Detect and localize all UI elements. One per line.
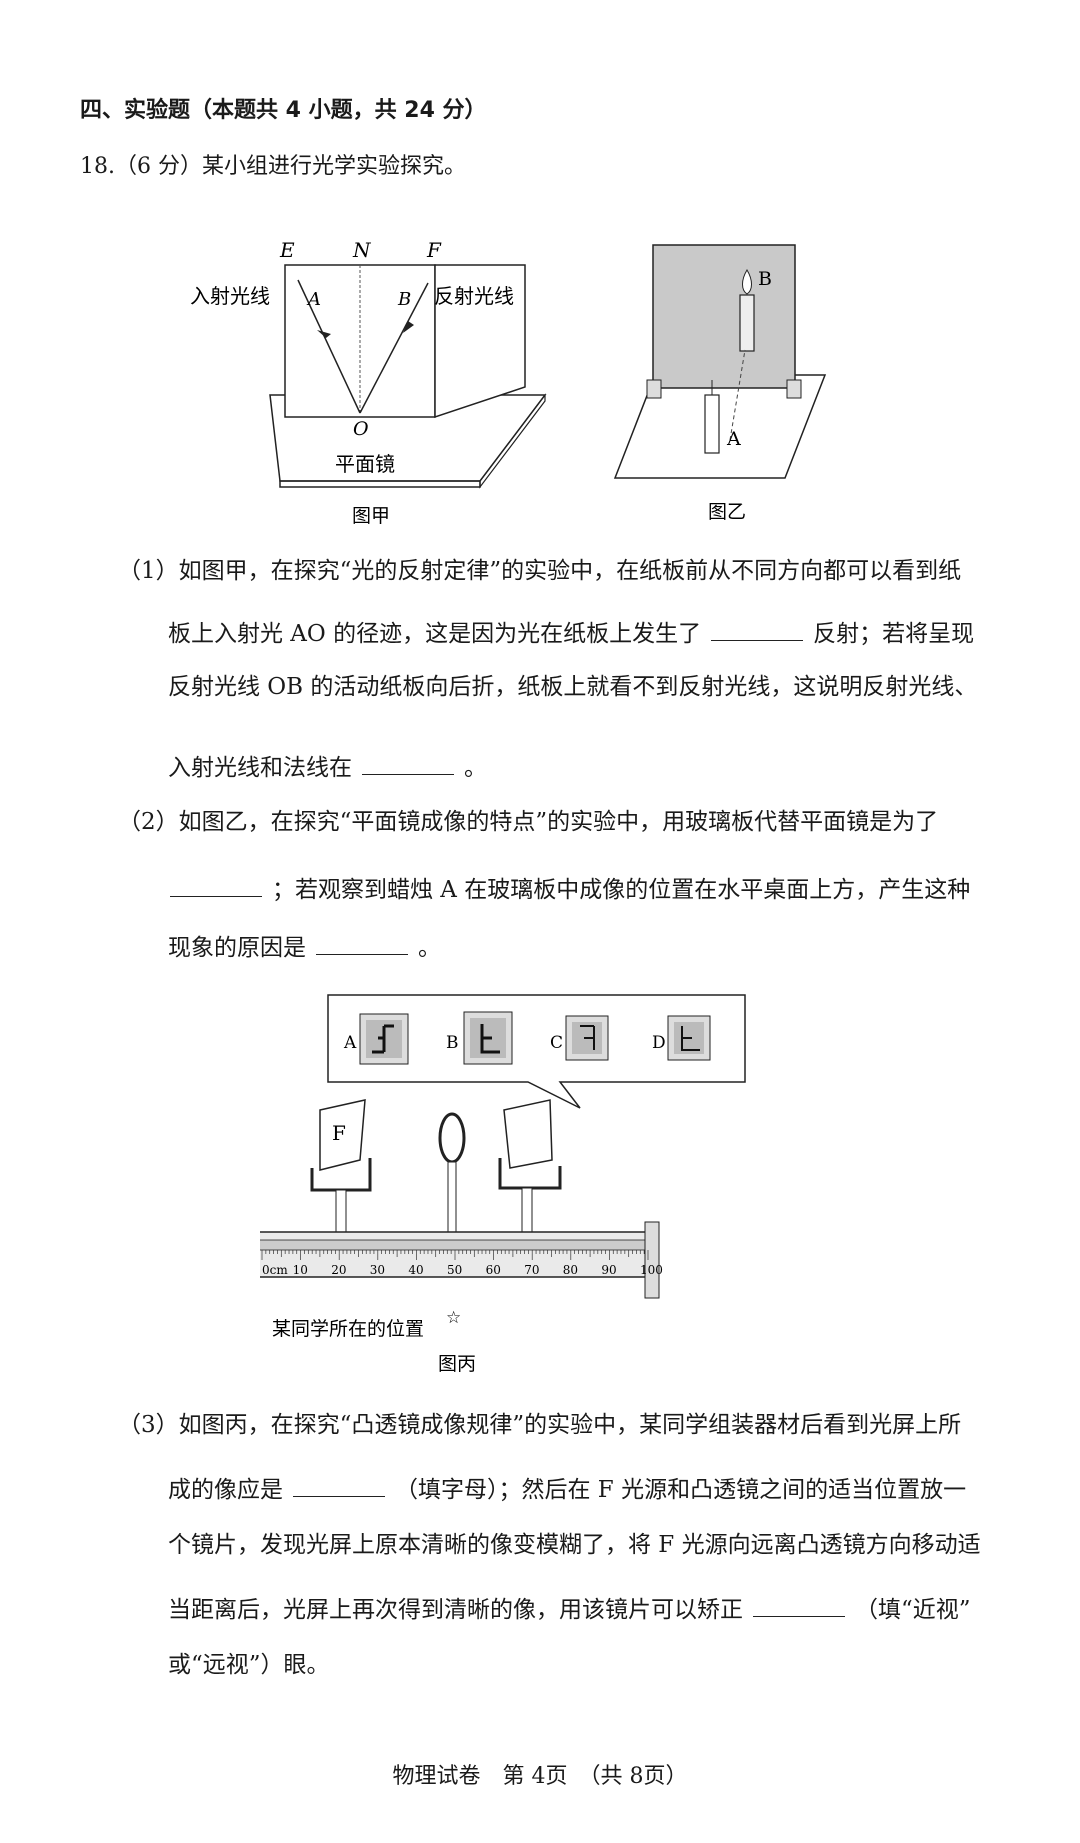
- svg-text:B: B: [446, 1033, 459, 1053]
- label-n: N: [352, 238, 372, 262]
- blank-1[interactable]: [711, 618, 804, 641]
- candle-a: [704, 380, 720, 454]
- light-screen: [498, 1099, 562, 1235]
- ruler-label: 70: [524, 1263, 539, 1277]
- part1-line2: 板上入射光 AO 的径迹，这是因为光在纸板上发生了反射；若将呈现: [168, 618, 974, 646]
- support-left: [646, 379, 662, 399]
- ruler-label: 20: [331, 1263, 346, 1277]
- label-a: A: [306, 289, 321, 310]
- convex-lens: [438, 1112, 466, 1235]
- ruler-label: 40: [408, 1263, 423, 1277]
- part3-line4: 当距离后，光屏上再次得到清晰的像，用该镜片可以矫正（填“近视”: [168, 1594, 971, 1622]
- sight-line: [729, 349, 746, 441]
- incident-label: 入射光线: [190, 284, 270, 308]
- section-title: 四、实验题（本题共 4 小题，共 24 分）: [80, 98, 487, 123]
- label-f: F: [426, 238, 442, 262]
- reflected-label: 反射光线: [434, 284, 514, 308]
- part2-line3: 现象的原因是。: [168, 932, 441, 960]
- caption-jia: 图甲: [352, 505, 390, 525]
- figure-jia: E N F A B O 入射光线 反射光线 平面镜 图甲: [190, 238, 547, 525]
- ruler-label: 50: [447, 1263, 462, 1277]
- svg-text:F: F: [332, 1121, 346, 1145]
- blank-2[interactable]: [362, 752, 454, 775]
- part2-line1: （2）如图乙，在探究“平面镜成像的特点”的实验中，用玻璃板代替平面镜是为了: [118, 809, 939, 835]
- incident-ray: [297, 279, 361, 414]
- candle-b: [739, 269, 755, 352]
- label-o: O: [353, 418, 369, 440]
- part3-line3: 个镜片，发现光屏上原本清晰的像变模糊了，将 F 光源向远离凸透镜方向移动适: [168, 1532, 981, 1558]
- glass-plate: [652, 244, 796, 389]
- support-right: [786, 379, 802, 399]
- part3-line5: 或“远视”）眼。: [168, 1652, 330, 1678]
- part2-line2: ；若观察到蜡烛 A 在玻璃板中成像的位置在水平桌面上方，产生这种: [170, 874, 970, 902]
- blank-5[interactable]: [293, 1474, 385, 1497]
- ruler-label: 10: [293, 1263, 308, 1277]
- ruler-label: 0cm: [262, 1263, 288, 1277]
- option-a: A: [343, 1013, 409, 1065]
- position-label: 某同学所在的位置: [272, 1318, 424, 1340]
- option-c: C: [550, 1015, 609, 1061]
- f-light-source: F: [310, 1099, 372, 1236]
- page-footer: 物理试卷 第 4页 （共 8页）: [392, 1764, 688, 1789]
- mirror-label: 平面镜: [335, 452, 395, 476]
- incident-arrow: [317, 330, 331, 338]
- label-a: A: [726, 428, 741, 450]
- reflected-ray: [359, 282, 429, 414]
- svg-text:A: A: [343, 1033, 357, 1053]
- optical-bench: [260, 1221, 660, 1299]
- figure-yi: B A 图乙: [613, 244, 827, 523]
- label-b: B: [397, 289, 411, 310]
- ruler-label: 30: [370, 1263, 385, 1277]
- reflected-arrow: [403, 321, 414, 333]
- caption-bing: 图丙: [438, 1353, 476, 1375]
- ruler-label: 100: [640, 1263, 663, 1277]
- label-e: E: [279, 238, 295, 262]
- part1-line1: （1）如图甲，在探究“光的反射定律”的实验中，在纸板前从不同方向都可以看到纸: [118, 558, 962, 584]
- question-title: 18.（6 分）某小组进行光学实验探究。: [80, 154, 466, 179]
- caption-yi: 图乙: [708, 501, 746, 523]
- option-b: B: [446, 1011, 513, 1065]
- svg-text:C: C: [550, 1033, 563, 1053]
- ruler-labels: 0cm 10 20 30 40 50 60 70 80 90 100: [262, 1263, 663, 1277]
- ruler-label: 90: [601, 1263, 616, 1277]
- part3-line2: 成的像应是（填字母）；然后在 F 光源和凸透镜之间的适当位置放一: [168, 1474, 966, 1502]
- option-d: D: [652, 1015, 711, 1061]
- svg-text:D: D: [652, 1033, 666, 1053]
- options-callout: [327, 994, 746, 1109]
- blank-3[interactable]: [170, 874, 262, 897]
- blank-4[interactable]: [316, 932, 408, 955]
- star-icon: ☆: [446, 1308, 461, 1328]
- ruler-label: 60: [486, 1263, 501, 1277]
- part3-line1: （3）如图丙，在探究“凸透镜成像规律”的实验中，某同学组装器材后看到光屏上所: [118, 1412, 962, 1438]
- part1-line3: 反射光线 OB 的活动纸板向后折，纸板上就看不到反射光线，这说明反射光线、: [168, 674, 978, 700]
- blank-6[interactable]: [753, 1594, 845, 1617]
- ruler-label: 80: [563, 1263, 578, 1277]
- ruler-ticks: [261, 1250, 649, 1260]
- label-b: B: [758, 268, 772, 290]
- part1-line4: 入射光线和法线在。: [168, 752, 487, 780]
